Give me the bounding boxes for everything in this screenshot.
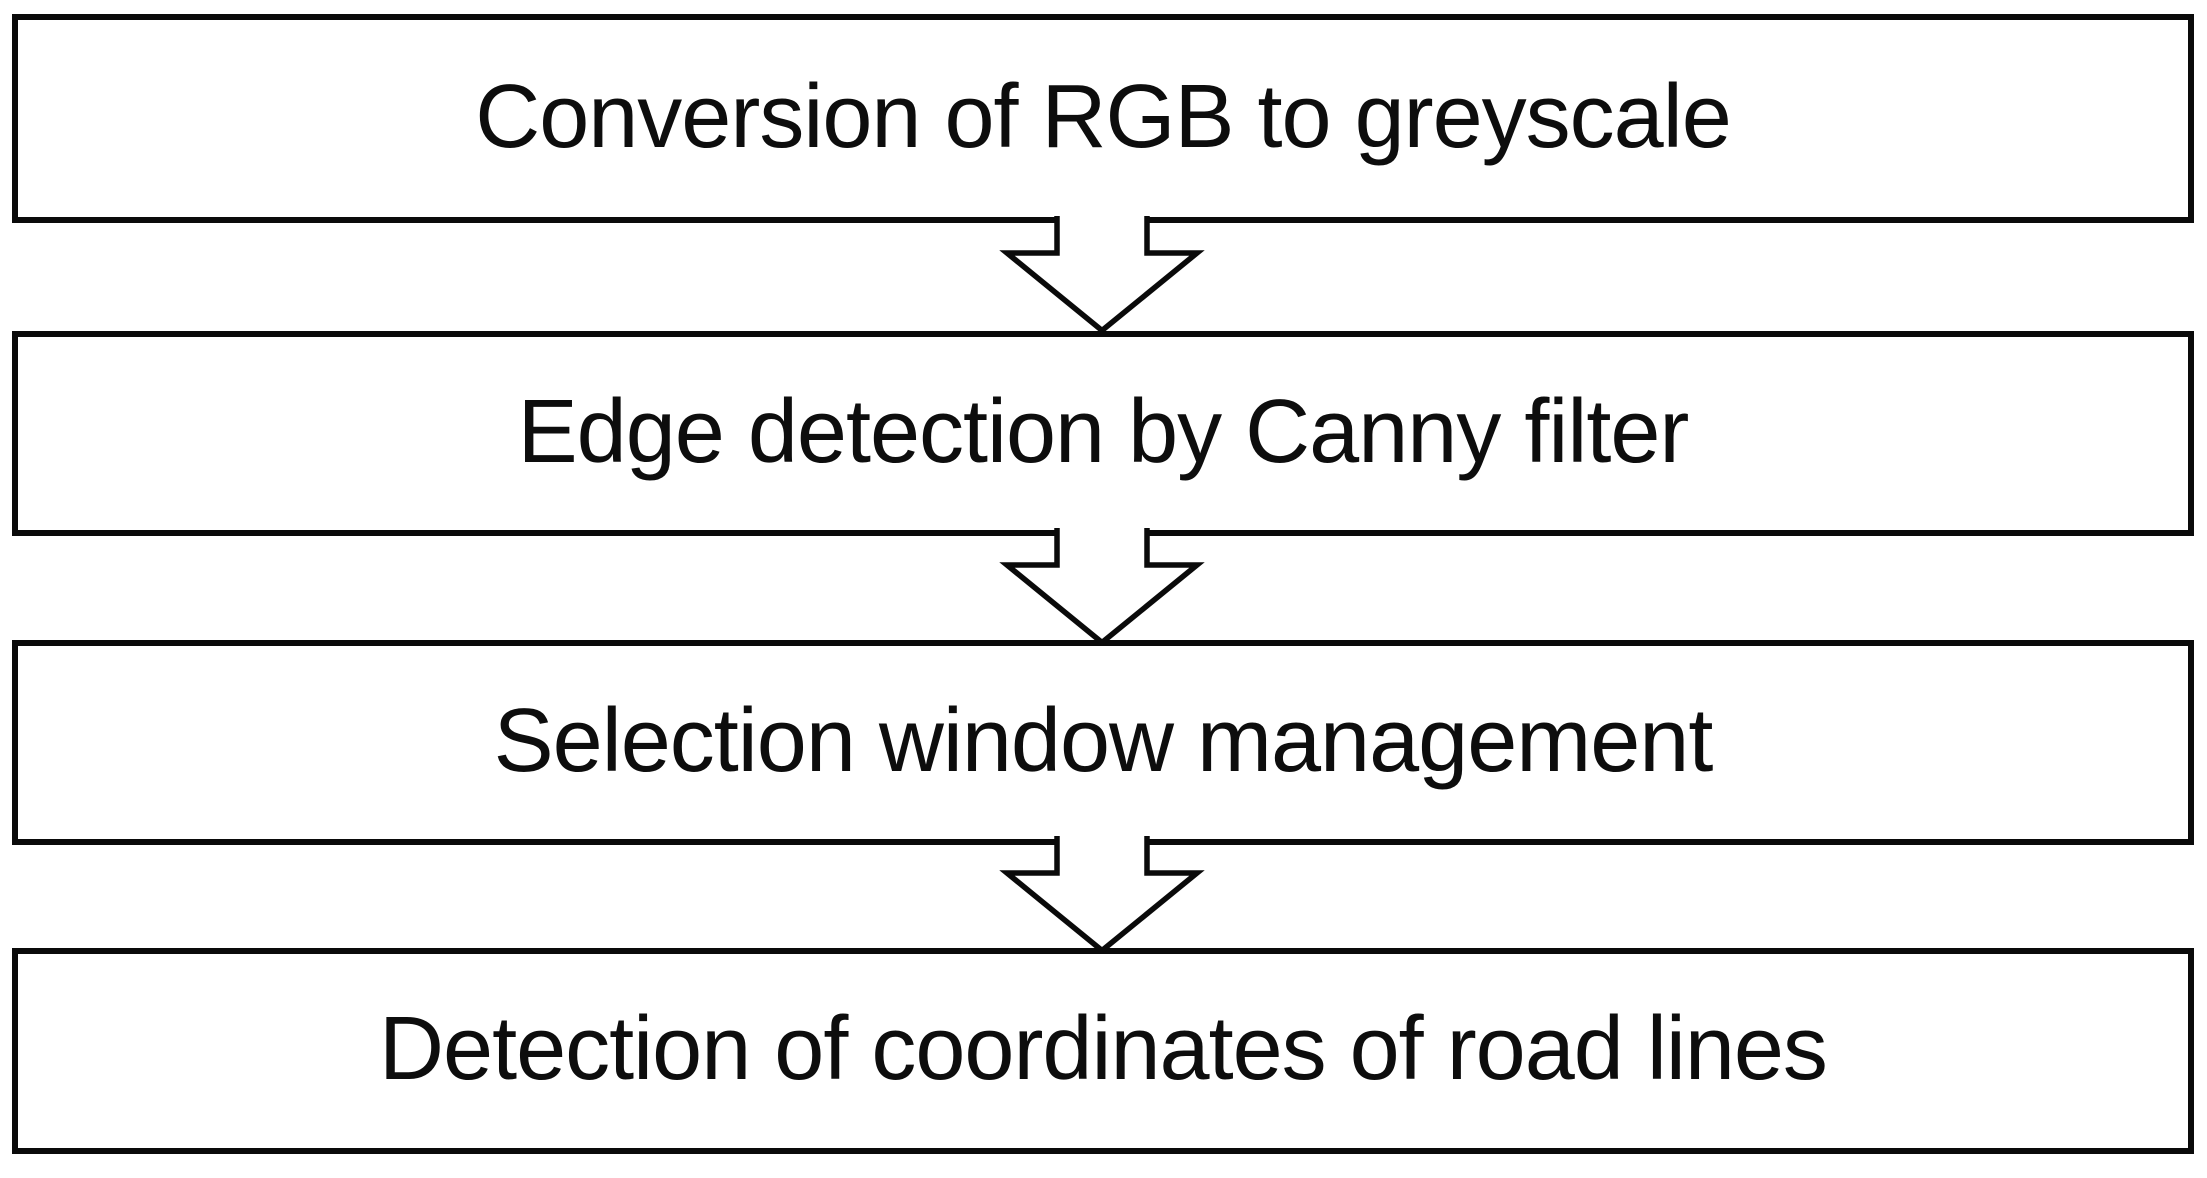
flow-step-label: Selection window management <box>493 690 1714 791</box>
flow-step-detection-coordinates: Detection of coordinates of road lines <box>12 948 2194 1154</box>
down-arrow-icon <box>999 528 1205 645</box>
down-arrow-icon <box>999 836 1205 953</box>
flow-step-conversion-rgb: Conversion of RGB to greyscale <box>12 14 2194 223</box>
flow-step-selection-window: Selection window management <box>12 640 2194 845</box>
flow-step-label: Conversion of RGB to greyscale <box>475 66 1732 167</box>
flow-step-label: Edge detection by Canny filter <box>517 381 1690 482</box>
flow-step-edge-detection: Edge detection by Canny filter <box>12 331 2194 536</box>
flow-step-label: Detection of coordinates of road lines <box>379 999 1828 1099</box>
down-arrow-icon <box>999 216 1205 333</box>
